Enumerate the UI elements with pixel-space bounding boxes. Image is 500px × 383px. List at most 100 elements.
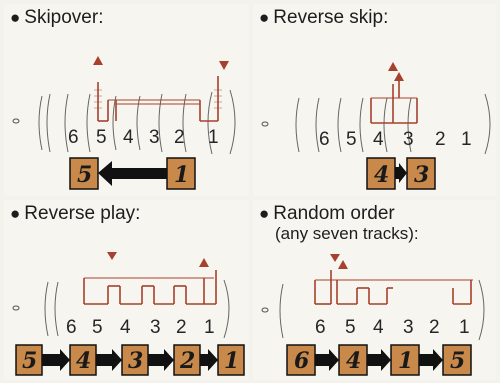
up-arrow-icon [93,56,103,65]
sequence-box-label: 1 [224,348,239,374]
random-order-diagram: 6 5 4 3 2 1 6 4 1 5 [261,254,485,376]
panel-reverse-skip: ●Reverse skip: [253,4,496,196]
track-groove-icon [315,97,320,153]
track-groove-icon [484,93,491,155]
bullet-icon: ● [10,204,21,223]
down-arrow-icon [219,61,229,70]
sequence-box [338,344,368,376]
arrow-right-icon [42,349,70,371]
panel-title: ●Skipover: [10,8,103,28]
track-number: 6 [68,127,79,148]
track-number: 2 [176,317,187,338]
bullet-icon: ● [259,8,270,27]
track-number: 4 [373,129,384,150]
track-number: 3 [403,317,414,338]
down-arrow-icon [388,62,398,71]
arrow-right-icon [96,349,122,371]
pickup-path [314,270,473,305]
disc-center-hole-icon [261,121,269,127]
up-arrow-icon [338,260,348,269]
bullet-icon: ● [259,204,270,223]
up-arrow-icon [394,72,404,81]
sequence-box [69,344,97,376]
track-number: 6 [315,317,326,338]
panel-skipover: ●Skipover: [4,4,249,196]
arrow-right-icon [419,349,443,371]
sequence-box-label: 6 [294,348,309,374]
track-groove-icon [478,279,485,341]
sequence-box [121,344,149,376]
down-arrow-icon [107,252,117,260]
track-groove-icon [46,93,51,153]
panel-title: ●Reverse skip: [259,8,388,28]
panel-title-text: Skipover: [24,7,104,28]
sequence-box [442,344,472,376]
down-arrow-icon [330,254,340,262]
track-groove-icon [158,93,163,153]
sequence-box-label: 4 [374,162,389,188]
disc-center-hole-icon [261,307,269,313]
track-groove-icon [295,97,300,153]
sequence-box-label: 5 [450,348,465,374]
panel-title-text: Reverse play: [24,203,141,224]
track-number: 5 [345,317,356,338]
track-number: 1 [204,317,215,338]
panel-subtitle: (any seven tracks): [275,224,419,243]
arrow-right-icon [315,349,339,371]
track-groove-icon [44,281,49,337]
track-groove-icon [182,93,187,153]
panel-title-text: Random order [273,203,395,224]
track-number: 3 [149,127,160,148]
track-number: 3 [403,129,414,150]
panel-title-text: Reverse skip: [273,7,389,28]
disc-center-hole-icon [12,305,20,311]
panel-title: ●Reverse play: [10,204,140,224]
disc-center-hole-icon [12,118,20,124]
track-number: 5 [96,127,107,148]
track-groove-icon [64,93,69,153]
sequence-box-label: 1 [398,348,413,374]
track-number: 1 [208,127,219,148]
sequence-box [166,157,196,190]
track-groove-icon [223,279,230,339]
track-groove-icon [38,95,43,151]
sequence-box [406,157,436,190]
track-number: 6 [319,129,330,150]
pickup-path [97,76,219,122]
track-number: 3 [150,317,161,338]
reverse-skip-diagram: 6 5 4 3 2 1 4 3 [261,62,491,190]
track-groove-icon [407,97,412,153]
track-groove-icon [359,97,364,153]
arrow-left-icon [98,161,167,186]
up-arrow-icon [199,258,209,267]
track-number: 5 [346,129,357,150]
pickup-path [370,76,418,124]
reverse-play-diagram: 6 5 4 3 2 1 5 4 3 2 1 [12,252,245,376]
track-number: 2 [174,127,185,148]
track-number: 4 [373,317,384,338]
sequence-box-label: 3 [128,348,143,374]
arrow-right-icon [200,349,218,371]
sequence-box-label: 5 [77,162,92,188]
track-number: 6 [66,317,77,338]
track-number: 1 [461,129,472,150]
sequence-box-label: 4 [76,348,91,374]
sequence-box [390,344,420,376]
sequence-box-label: 3 [414,162,429,188]
panel-random-order: ●Random order (any seven tracks): [253,200,496,380]
track-number: 1 [459,317,470,338]
sequence-box [69,157,99,190]
arrow-right-icon [148,349,174,371]
track-number: 4 [123,127,134,148]
track-number: 2 [429,317,440,338]
track-number: 5 [92,317,103,338]
bullet-icon: ● [10,8,21,27]
arrow-right-icon [367,349,391,371]
track-groove-icon [337,97,342,153]
track-number: 2 [435,129,446,150]
track-groove-icon [54,281,59,337]
sequence-box-label: 1 [174,162,189,188]
sequence-box [217,344,245,376]
track-groove-icon [229,89,236,155]
track-groove-icon [86,93,91,153]
